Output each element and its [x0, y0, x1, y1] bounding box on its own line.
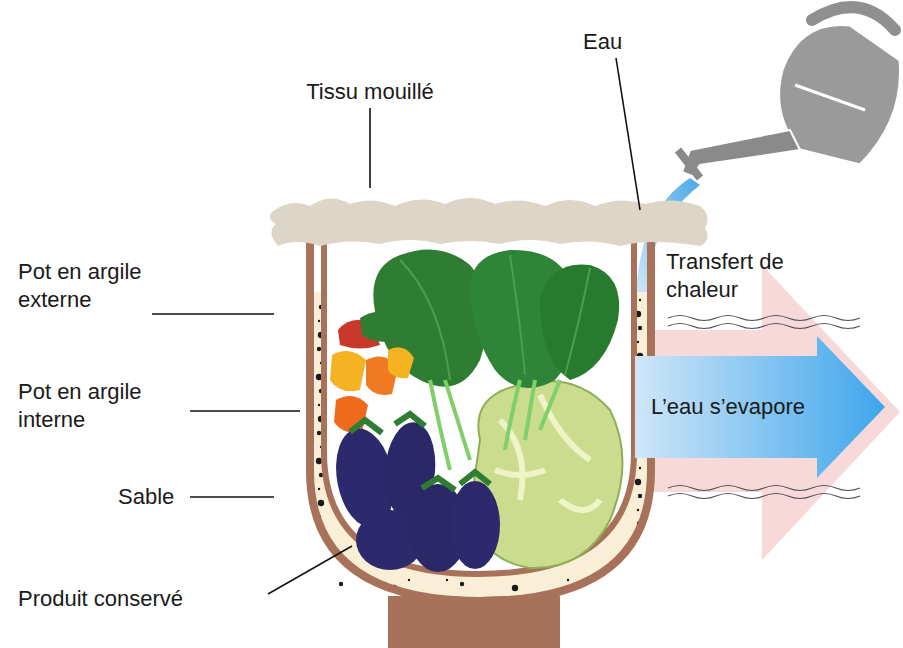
inner-pot-label: Pot en argile interne	[18, 378, 168, 433]
sand-dot	[567, 579, 569, 581]
outer-pot-label: Pot en argile externe	[18, 258, 168, 313]
sand-dot	[408, 579, 410, 581]
sand-dot	[446, 579, 448, 581]
sand-label: Sable	[118, 483, 188, 511]
inner-pot	[324, 240, 634, 574]
sand-dot	[639, 467, 641, 469]
sand-dot	[339, 582, 343, 586]
sand-dot	[318, 488, 320, 490]
sand-dot	[317, 347, 321, 351]
sand-dot	[639, 299, 641, 301]
sand-dot	[318, 320, 320, 322]
arrow-text: L’eau s’evapore	[651, 394, 805, 420]
vegetables	[329, 249, 623, 572]
arrow-body	[635, 336, 885, 478]
heat-label: Transfert de chaleur	[666, 248, 806, 303]
evaporation-arrow: L’eau s’evapore	[635, 336, 885, 478]
sand-dot	[638, 326, 642, 330]
leader-lines	[152, 58, 640, 594]
sand-dot	[512, 585, 518, 591]
watering-can	[678, 7, 901, 178]
sand-dot	[317, 431, 321, 435]
sand-dot	[318, 404, 320, 406]
wet-cloth	[270, 198, 708, 246]
sand-dot	[638, 494, 642, 498]
sand-dot	[637, 509, 639, 511]
sand-dot	[318, 500, 324, 506]
sand-dot	[637, 341, 639, 343]
water-label: Eau	[583, 28, 643, 56]
outer-pot	[310, 240, 651, 601]
sand-dot	[460, 582, 464, 586]
product-label: Produit conservé	[18, 585, 218, 613]
sand-dot	[635, 479, 641, 485]
cloth-label: Tissu mouillé	[290, 78, 450, 106]
